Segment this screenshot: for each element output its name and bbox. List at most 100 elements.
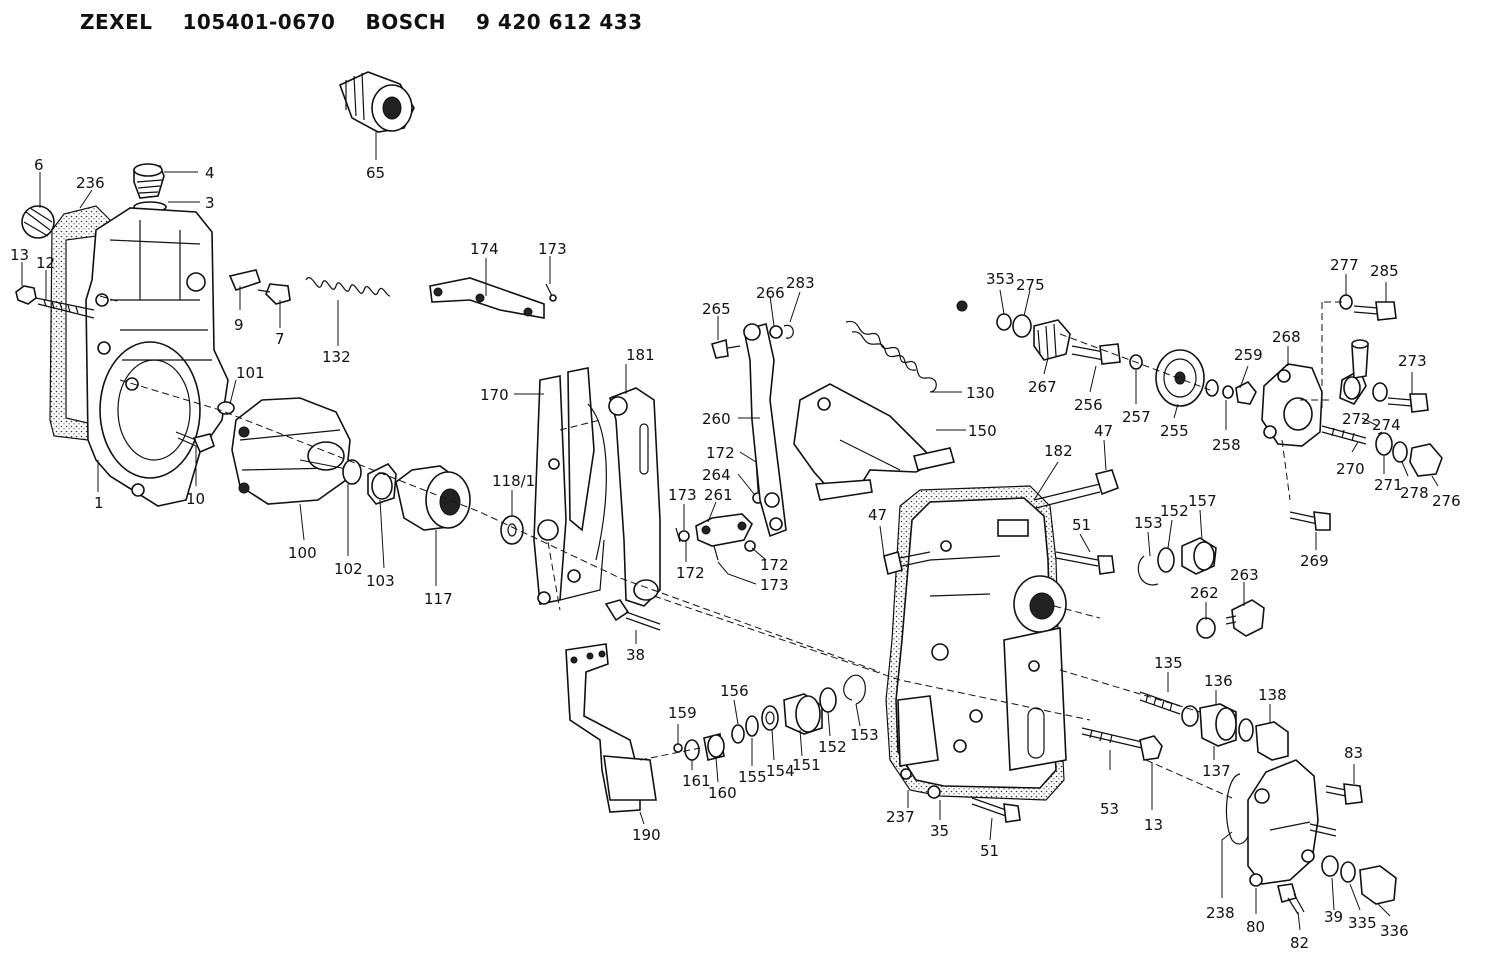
label-273: 273 bbox=[1398, 352, 1427, 370]
washer-136 bbox=[1181, 705, 1199, 727]
washer-155 bbox=[745, 715, 759, 737]
bolt-47-b bbox=[1094, 469, 1120, 496]
washer-272 bbox=[1372, 382, 1388, 402]
pin-182 bbox=[1033, 483, 1101, 509]
label-65: 65 bbox=[366, 164, 385, 182]
label-276: 276 bbox=[1432, 492, 1461, 510]
label-260: 260 bbox=[702, 410, 731, 428]
clip-153-b bbox=[1137, 555, 1159, 586]
diaphragm-255 bbox=[1155, 349, 1205, 407]
washer-161 bbox=[684, 739, 700, 761]
washer-278 bbox=[1392, 441, 1408, 463]
sleeve-160 bbox=[703, 733, 725, 761]
label-172-c: 172 bbox=[706, 444, 735, 462]
bolt-47-a bbox=[883, 550, 931, 576]
label-270: 270 bbox=[1336, 460, 1365, 478]
label-9: 9 bbox=[234, 316, 244, 334]
label-335: 335 bbox=[1348, 914, 1377, 932]
screw-7 bbox=[257, 283, 291, 305]
screw-265 bbox=[711, 338, 741, 359]
nut-13 bbox=[15, 285, 37, 305]
label-170: 170 bbox=[480, 386, 509, 404]
bolt-256 bbox=[1071, 343, 1121, 365]
assembly-lines bbox=[99, 295, 1346, 799]
label-53: 53 bbox=[1100, 800, 1119, 818]
label-275: 275 bbox=[1016, 276, 1045, 294]
bushing-151 bbox=[783, 693, 823, 735]
label-353: 353 bbox=[986, 270, 1015, 288]
pin-101 bbox=[217, 401, 235, 415]
label-159: 159 bbox=[668, 704, 697, 722]
label-265: 265 bbox=[702, 300, 731, 318]
lever-260 bbox=[743, 323, 787, 538]
label-173-b: 173 bbox=[668, 486, 697, 504]
label-277: 277 bbox=[1330, 256, 1359, 274]
label-117: 117 bbox=[424, 590, 453, 608]
spring-130 bbox=[845, 320, 937, 393]
label-278: 278 bbox=[1400, 484, 1429, 502]
label-150: 150 bbox=[968, 422, 997, 440]
label-101: 101 bbox=[236, 364, 265, 382]
clip-153 bbox=[843, 674, 866, 705]
ball-159 bbox=[673, 743, 683, 753]
lever-assembly-170 bbox=[533, 367, 607, 605]
washer-156 bbox=[731, 724, 745, 744]
clip-172-a bbox=[678, 530, 690, 542]
washer-118-1 bbox=[500, 515, 524, 545]
washer-102 bbox=[342, 459, 362, 485]
label-135: 135 bbox=[1154, 654, 1183, 672]
label-153-b: 153 bbox=[1134, 514, 1163, 532]
label-130: 130 bbox=[966, 384, 995, 402]
nut-137 bbox=[1199, 703, 1237, 747]
stud-53 bbox=[1081, 727, 1143, 749]
label-237: 237 bbox=[886, 808, 915, 826]
label-47-a: 47 bbox=[868, 506, 887, 524]
governor-cover bbox=[885, 485, 1067, 801]
label-83: 83 bbox=[1344, 744, 1363, 762]
bracket-150 bbox=[793, 383, 956, 501]
label-35: 35 bbox=[930, 822, 949, 840]
washer-335 bbox=[1340, 861, 1356, 883]
label-151: 151 bbox=[792, 756, 821, 774]
part-number-bosch: 9 420 612 433 bbox=[476, 10, 643, 34]
label-263: 263 bbox=[1230, 566, 1259, 584]
label-261: 261 bbox=[704, 486, 733, 504]
lever-190 bbox=[565, 643, 657, 813]
floating-lever-181 bbox=[608, 387, 661, 607]
bolt-285 bbox=[1353, 301, 1397, 321]
label-285: 285 bbox=[1370, 262, 1399, 280]
label-262: 262 bbox=[1190, 584, 1219, 602]
label-160: 160 bbox=[708, 784, 737, 802]
plate-9 bbox=[228, 269, 262, 291]
label-256: 256 bbox=[1074, 396, 1103, 414]
screw-270 bbox=[1321, 425, 1367, 445]
washer-258 bbox=[1205, 379, 1219, 397]
nut-259 bbox=[1222, 380, 1257, 405]
label-136: 136 bbox=[1204, 672, 1233, 690]
label-13: 13 bbox=[10, 246, 29, 264]
label-7: 7 bbox=[275, 330, 285, 348]
sleeve-103 bbox=[367, 462, 397, 505]
label-271: 271 bbox=[1374, 476, 1403, 494]
cover-80 bbox=[1247, 759, 1319, 887]
label-259: 259 bbox=[1234, 346, 1263, 364]
pin-173-c bbox=[713, 545, 719, 561]
label-182: 182 bbox=[1044, 442, 1073, 460]
nut-353 bbox=[956, 300, 968, 312]
label-283: 283 bbox=[786, 274, 815, 292]
washer-266 bbox=[769, 325, 783, 339]
label-268: 268 bbox=[1272, 328, 1301, 346]
clip-283 bbox=[783, 324, 794, 339]
pin-173 bbox=[545, 283, 557, 302]
label-4: 4 bbox=[205, 164, 215, 182]
ring-275 bbox=[1012, 314, 1032, 338]
washer-353 bbox=[996, 313, 1012, 331]
label-274: 274 bbox=[1372, 416, 1401, 434]
spring-132 bbox=[305, 277, 391, 297]
maker-zexel: ZEXEL bbox=[80, 10, 153, 34]
label-173-c: 173 bbox=[760, 576, 789, 594]
ring-152 bbox=[819, 687, 837, 713]
washer-262 bbox=[1196, 617, 1216, 639]
screw-38 bbox=[604, 599, 661, 631]
